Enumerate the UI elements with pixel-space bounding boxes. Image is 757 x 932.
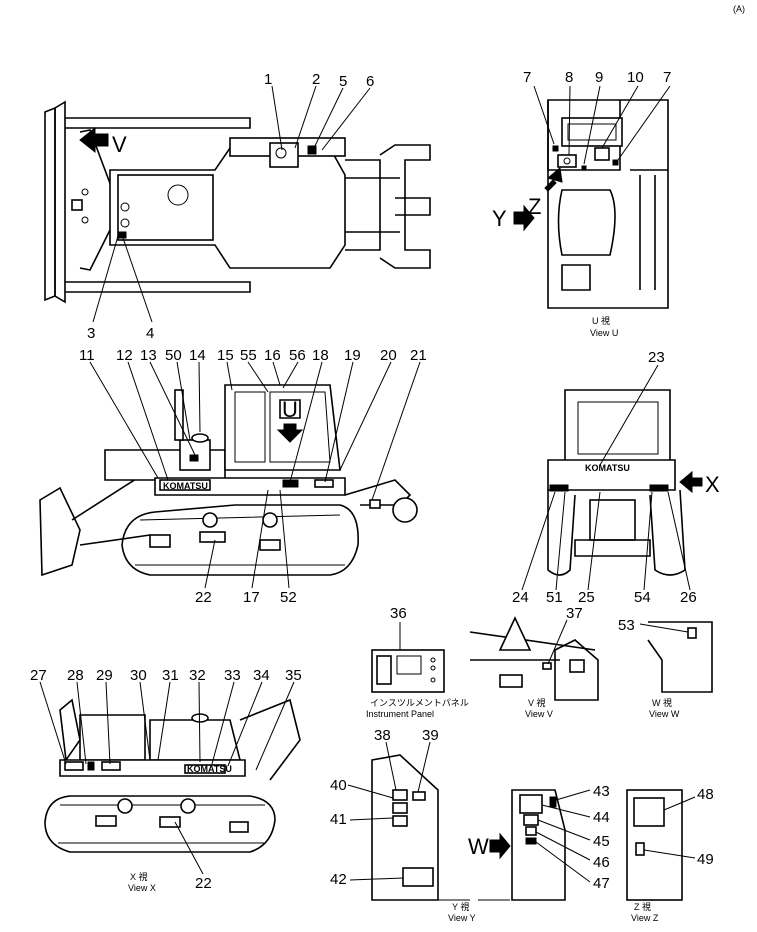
callout-19: 19 <box>344 347 361 364</box>
view-x-en: View X <box>128 883 156 893</box>
instrument-panel-drawing <box>371 649 445 693</box>
callout-4: 4 <box>146 325 154 342</box>
instrument-panel-en: Instrument Panel <box>366 709 434 719</box>
arrow-w-label: W <box>468 834 489 859</box>
callout-7a: 7 <box>523 69 531 86</box>
callout-17: 17 <box>243 589 260 606</box>
rear-brand-plate: KOMATSU <box>585 463 630 473</box>
callout-25: 25 <box>578 589 595 606</box>
callout-33: 33 <box>224 667 241 684</box>
view-u-jp: U 視 <box>592 315 610 326</box>
callout-45: 45 <box>593 833 610 850</box>
callout-29: 29 <box>96 667 113 684</box>
callout-5: 5 <box>339 73 347 90</box>
callout-44: 44 <box>593 809 610 826</box>
callout-52: 52 <box>280 589 297 606</box>
callout-26: 26 <box>680 589 697 606</box>
callout-48: 48 <box>697 786 714 803</box>
side-view-drawing: KOMATSU U <box>39 384 418 577</box>
callout-51: 51 <box>546 589 563 606</box>
view-x-jp: X 視 <box>130 871 148 882</box>
view-z-en: View Z <box>631 913 659 923</box>
callout-54: 54 <box>634 589 651 606</box>
callout-22b: 22 <box>195 875 212 892</box>
callout-32: 32 <box>189 667 206 684</box>
callout-23: 23 <box>648 349 665 366</box>
view-x-drawing: KOMATSU <box>44 698 301 853</box>
callout-18: 18 <box>312 347 329 364</box>
callout-13: 13 <box>140 347 157 364</box>
callout-46: 46 <box>593 854 610 871</box>
view-w-drawing <box>647 621 713 693</box>
callout-8: 8 <box>565 69 573 86</box>
view-v-en: View V <box>525 709 553 719</box>
view-y-en: View Y <box>448 913 476 923</box>
side-brand-plate: KOMATSU <box>163 481 208 491</box>
callout-12: 12 <box>116 347 133 364</box>
arrow-y-label: Y <box>492 206 507 231</box>
callout-3: 3 <box>87 325 95 342</box>
view-y-drawing <box>371 754 510 901</box>
callout-27: 27 <box>30 667 47 684</box>
callout-6: 6 <box>366 73 374 90</box>
callout-40: 40 <box>330 777 347 794</box>
arrow-v-label: V <box>112 132 127 157</box>
callout-10: 10 <box>627 69 644 86</box>
callout-16: 16 <box>264 347 281 364</box>
view-w-en: View W <box>649 709 680 719</box>
view-u-en: View U <box>590 328 618 338</box>
callout-49: 49 <box>697 851 714 868</box>
callout-2: 2 <box>312 71 320 88</box>
callout-53: 53 <box>618 617 635 634</box>
callout-56: 56 <box>289 347 306 364</box>
view-w-jp: W 視 <box>652 697 672 708</box>
instrument-panel-jp: インスツルメントパネル <box>370 698 469 708</box>
callout-43: 43 <box>593 783 610 800</box>
callout-47: 47 <box>593 875 610 892</box>
callout-34: 34 <box>253 667 270 684</box>
view-z-drawing <box>626 789 683 901</box>
callout-42: 42 <box>330 871 347 888</box>
view-v-drawing <box>469 616 599 701</box>
sheet-marker: (A) <box>733 4 745 14</box>
callout-24: 24 <box>512 589 529 606</box>
callout-20: 20 <box>380 347 397 364</box>
callout-37: 37 <box>566 605 583 622</box>
view-v-jp: V 視 <box>528 697 546 708</box>
callout-50: 50 <box>165 347 182 364</box>
callout-28: 28 <box>67 667 84 684</box>
callout-36: 36 <box>390 605 407 622</box>
callout-38: 38 <box>374 727 391 744</box>
view-z-jp: Z 視 <box>634 901 651 912</box>
view-w-location-drawing: W <box>468 789 566 901</box>
callout-35: 35 <box>285 667 302 684</box>
callout-30: 30 <box>130 667 147 684</box>
view-x-brand-plate: KOMATSU <box>187 764 232 774</box>
arrow-x-label: X <box>705 472 720 497</box>
callout-1: 1 <box>264 71 272 88</box>
callout-55: 55 <box>240 347 257 364</box>
callout-7b: 7 <box>663 69 671 86</box>
callout-11: 11 <box>79 347 95 364</box>
callout-15: 15 <box>217 347 234 364</box>
rear-view-drawing: KOMATSU X <box>547 389 720 576</box>
view-u-drawing: Z Y <box>492 99 669 309</box>
callout-39: 39 <box>422 727 439 744</box>
arrow-u-label: U <box>282 397 298 422</box>
callout-41: 41 <box>330 811 347 828</box>
callout-9: 9 <box>595 69 603 86</box>
callout-21: 21 <box>410 347 427 364</box>
arrow-z-label: Z <box>528 194 541 219</box>
top-view-drawing: V <box>44 100 431 304</box>
callout-14: 14 <box>189 347 206 364</box>
callout-22a: 22 <box>195 589 212 606</box>
callout-31: 31 <box>162 667 179 684</box>
view-y-jp: Y 視 <box>452 901 469 912</box>
